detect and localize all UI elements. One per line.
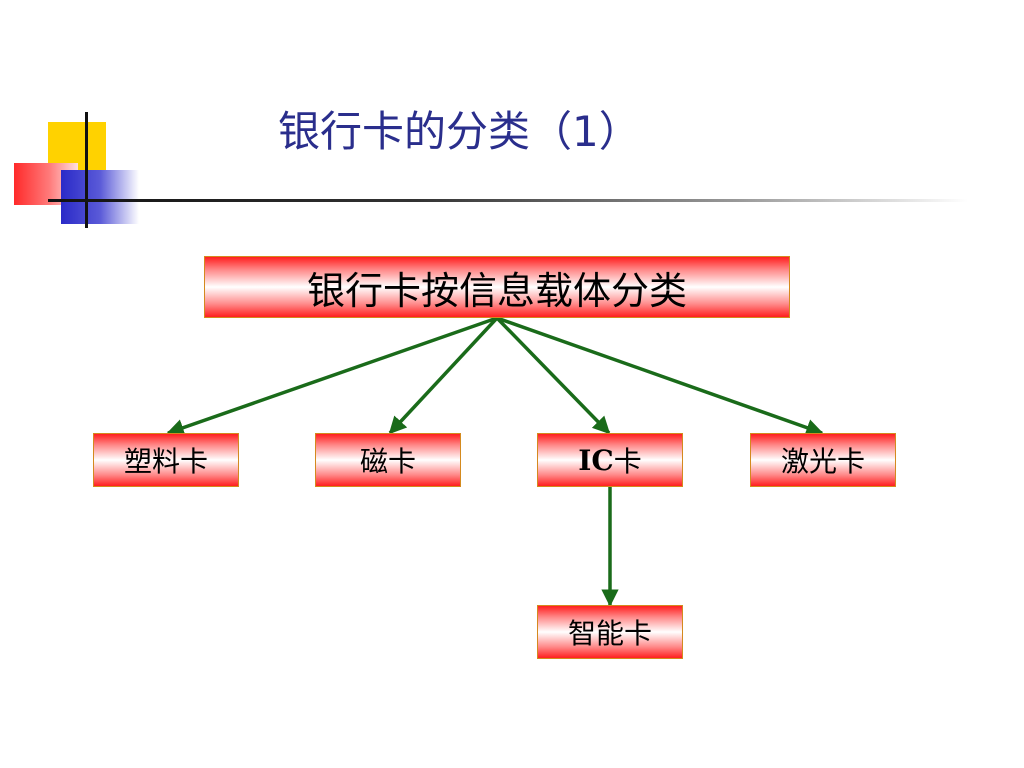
smart-card-label: 智能卡 bbox=[567, 617, 652, 650]
smart-card-node: 智能卡 bbox=[537, 605, 683, 659]
title-underline-rule bbox=[48, 199, 968, 202]
ic-card-prefix: IC bbox=[578, 443, 614, 477]
laser-card-label: 激光卡 bbox=[780, 445, 865, 478]
magnetic-card-label: 磁卡 bbox=[359, 445, 416, 478]
root-node: 银行卡按信息载体分类 bbox=[204, 256, 790, 318]
plastic-card-label: 塑料卡 bbox=[123, 445, 208, 478]
root-node-label: 银行卡按信息载体分类 bbox=[306, 268, 687, 313]
laser-card-node: 激光卡 bbox=[750, 433, 896, 487]
magnetic-card-node: 磁卡 bbox=[315, 433, 461, 487]
arrow-to-ic-card bbox=[495, 316, 611, 435]
decor-blue-square bbox=[61, 170, 139, 224]
arrow-to-laser-card bbox=[496, 316, 824, 436]
decor-vertical-rule bbox=[85, 112, 88, 228]
plastic-card-node: 塑料卡 bbox=[93, 433, 239, 487]
arrow-to-plastic-card bbox=[166, 316, 498, 437]
page-title: 银行卡的分类（1） bbox=[278, 107, 641, 156]
ic-card-suffix: 卡 bbox=[613, 445, 642, 478]
arrow-to-magnetic-card bbox=[388, 316, 499, 435]
